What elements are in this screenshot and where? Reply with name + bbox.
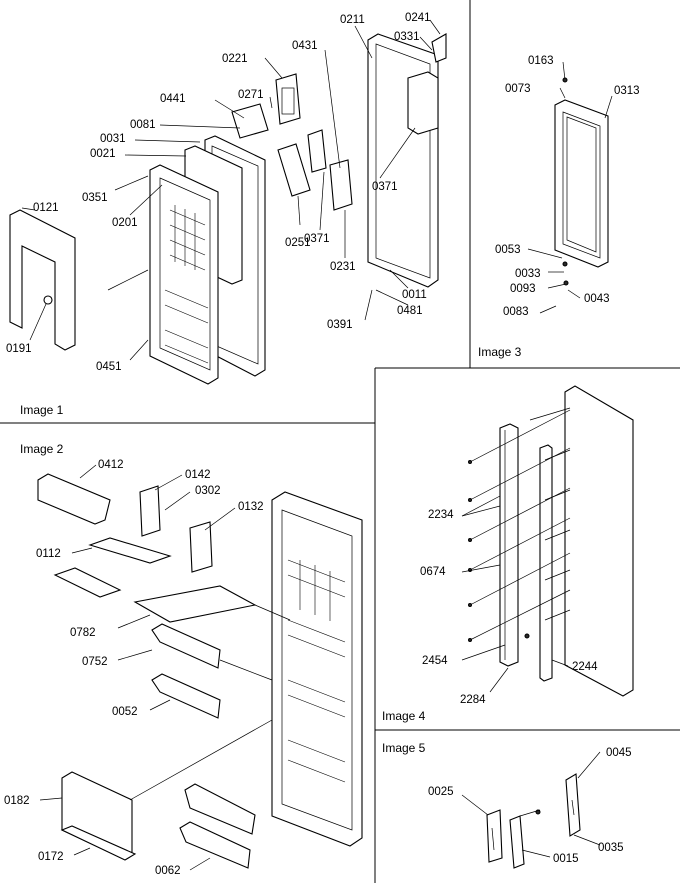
bin-0062-lower [179, 821, 251, 869]
callout-0163: 0163 [528, 55, 554, 67]
leader-lines-image2 [39, 464, 291, 871]
callout-0371-upper: 0371 [372, 181, 398, 193]
shelf-upper [88, 537, 172, 564]
caption-image5: Image 5 [382, 741, 426, 755]
callout-0451: 0451 [96, 361, 122, 373]
callout-0142: 0142 [185, 469, 211, 481]
callout-2284: 2284 [460, 694, 486, 706]
crisper-cover [133, 585, 257, 623]
bin-0062-upper [184, 783, 256, 835]
callout-0302: 0302 [195, 485, 221, 497]
callout-0271: 0271 [238, 89, 264, 101]
callout-0053: 0053 [495, 244, 521, 256]
shelf-lower [53, 567, 122, 598]
callout-0073: 0073 [505, 83, 531, 95]
door-inner-shelves [287, 559, 346, 783]
callout-0481: 0481 [397, 305, 423, 317]
image3-panel: 0163 0073 0313 0053 0033 0093 0043 0083 … [478, 55, 640, 359]
callout-0043: 0043 [584, 293, 610, 305]
callout-0752: 0752 [82, 656, 108, 668]
callout-0045: 0045 [606, 747, 632, 759]
caption-image1: Image 1 [20, 403, 64, 417]
callout-0782: 0782 [70, 627, 96, 639]
callout-0441: 0441 [160, 93, 186, 105]
callout-0182: 0182 [4, 795, 30, 807]
inner-door-assembly [149, 164, 219, 385]
callout-0211: 0211 [340, 14, 365, 26]
callout-0081: 0081 [130, 119, 156, 131]
callout-0033: 0033 [515, 268, 541, 280]
callout-0172: 0172 [38, 851, 64, 863]
hinge-plate [486, 809, 503, 863]
leader-lines-image5 [461, 751, 601, 858]
door-gasket-seal [554, 99, 609, 268]
bin-0052 [151, 673, 221, 719]
rail-front [499, 423, 519, 667]
caption-image3: Image 3 [478, 345, 522, 359]
callout-0674: 0674 [420, 566, 446, 578]
dispenser-button [43, 295, 53, 305]
callout-0351: 0351 [82, 192, 108, 204]
image4-panel: 2234 0674 2454 2244 2284 Image 4 [382, 385, 634, 723]
caption-image2: Image 2 [20, 442, 64, 456]
leader-lines-image1 [21, 19, 441, 361]
caption-image4: Image 4 [382, 709, 426, 723]
callout-0083: 0083 [503, 306, 529, 318]
callout-2234: 2234 [428, 509, 454, 521]
callout-0251: 0251 [285, 237, 311, 249]
control-module [231, 103, 269, 139]
ice-chute-door [275, 73, 301, 125]
image1-panel: 0241 0211 0331 0221 0431 0441 0271 0081 … [6, 12, 447, 417]
top-trim [37, 473, 111, 525]
callout-0011: 0011 [402, 289, 427, 301]
callout-2244: 2244 [572, 661, 598, 673]
drip-tray [329, 159, 353, 211]
callout-2454: 2454 [422, 655, 448, 667]
callout-0132: 0132 [238, 501, 264, 513]
callout-0015: 0015 [553, 853, 579, 865]
bracket-right [189, 521, 213, 573]
water-tank [277, 143, 311, 197]
door-shelves [164, 205, 209, 364]
leader-lines-image4 [461, 495, 569, 693]
bracket-left [139, 485, 161, 537]
callout-0412: 0412 [98, 459, 124, 471]
shelf-peg-points [468, 460, 530, 642]
callout-0371-lower: 0371 [304, 233, 330, 245]
callout-0021: 0021 [90, 148, 116, 160]
callout-0241: 0241 [405, 12, 431, 24]
dispenser-housing [407, 71, 439, 135]
leader-lines-image3 [527, 61, 613, 314]
dispenser-cover [9, 209, 76, 351]
side-wall-panel [564, 385, 634, 697]
hinge-bracket [509, 815, 525, 869]
callout-0093: 0093 [510, 283, 536, 295]
callout-0112: 0112 [36, 548, 61, 560]
bin-0752 [151, 623, 221, 669]
callout-0331: 0331 [394, 31, 420, 43]
callout-0025: 0025 [428, 786, 454, 798]
callout-0201: 0201 [112, 217, 138, 229]
callout-0391: 0391 [327, 319, 353, 331]
callout-0431: 0431 [292, 40, 318, 52]
image2-panel: 0412 0142 0302 0132 0112 0782 0752 0052 … [4, 442, 363, 877]
callout-0035: 0035 [598, 842, 624, 854]
callout-0031: 0031 [100, 133, 126, 145]
callout-0231: 0231 [330, 261, 356, 273]
callout-0062: 0062 [155, 865, 181, 877]
actuator-arm [307, 129, 327, 173]
fridge-door-body [271, 491, 363, 847]
rail-rear [539, 444, 553, 682]
callout-0191: 0191 [6, 343, 32, 355]
top-hinge-bracket [431, 33, 447, 63]
callout-0221: 0221 [222, 53, 248, 65]
callout-0052: 0052 [112, 706, 138, 718]
drawer-base [60, 825, 137, 861]
callout-0313: 0313 [614, 85, 640, 97]
image5-panel: 0045 0025 0035 0015 Image 5 [382, 741, 632, 869]
callout-0121: 0121 [33, 202, 59, 214]
shelf-support-lines [469, 407, 571, 641]
